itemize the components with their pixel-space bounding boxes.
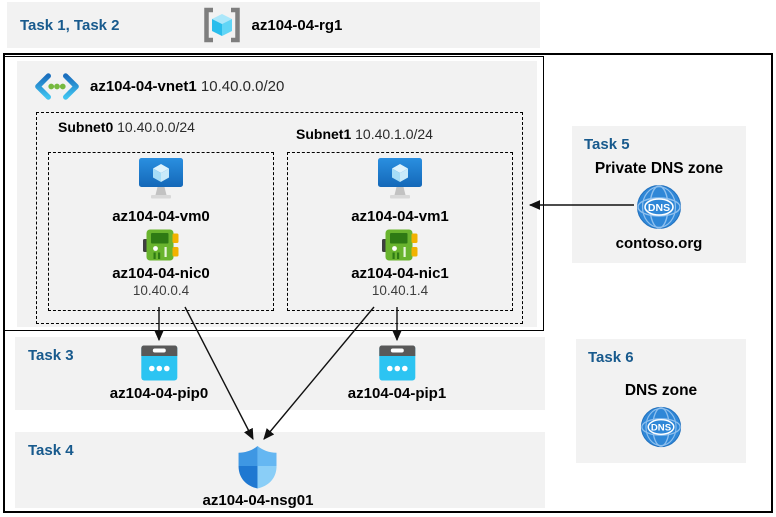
nic-name: az104-04-nic1 (351, 265, 449, 282)
vnet-title: az104-04-vnet1 10.40.0.0/20 (90, 78, 284, 95)
nic-icon (143, 228, 179, 262)
subnet0-box (48, 152, 274, 311)
task3-label: Task 3 (28, 347, 74, 364)
resource-group-icon (202, 6, 242, 44)
dns-globe-icon: DNS (636, 184, 682, 230)
subnet0-name: Subnet0 (58, 119, 114, 135)
subnet1-box (287, 152, 513, 311)
private-dns-zone-name: contoso.org (615, 235, 703, 252)
subnet0-title: Subnet0 10.40.0.0/24 (58, 119, 195, 135)
task4-band: Task 4 (15, 432, 545, 508)
subnet0-cidr: 10.40.0.0/24 (117, 119, 195, 135)
task6-box: Task 6 DNS zone DNS (576, 339, 746, 463)
subnet1-title: Subnet1 10.40.1.0/24 (296, 126, 433, 142)
nsg-shield-icon (237, 445, 279, 489)
subnet1-name: Subnet1 (296, 126, 352, 142)
subnet1-content: az104-04-vm1 az104-04-nic1 10.40.1.4 (287, 157, 513, 298)
vm-name: az104-04-vm0 (112, 208, 210, 225)
subnet0-content: az104-04-vm0 az104-04-nic0 10.40.0.4 (48, 157, 274, 298)
resource-group-band: Task 1, Task 2 az104-04-rg1 (7, 2, 540, 48)
private-dns-zone-title: Private DNS zone (594, 160, 724, 177)
public-ip-icon (378, 345, 415, 381)
task3-band: Task 3 (15, 337, 545, 410)
task5-label: Task 5 (584, 136, 630, 153)
resource-group-name: az104-04-rg1 (251, 16, 343, 34)
vnet-name: az104-04-vnet1 (90, 78, 197, 95)
subnet1-cidr: 10.40.1.0/24 (355, 126, 433, 142)
nic-name: az104-04-nic0 (112, 265, 210, 282)
task-1-2-label: Task 1, Task 2 (20, 16, 120, 34)
nsg-name: az104-04-nsg01 (202, 492, 314, 509)
vm-name: az104-04-vm1 (351, 208, 449, 225)
dns-icon-text: DNS (651, 423, 672, 434)
pip0-group: az104-04-pip0 (110, 345, 208, 402)
pip-name: az104-04-pip1 (347, 385, 447, 402)
dns-zone-title: DNS zone (624, 382, 698, 399)
task5-box: Task 5 Private DNS zone DNS contoso.org (572, 126, 746, 263)
dns-globe-icon: DNS (640, 406, 682, 448)
vnet-box-fill (17, 61, 537, 327)
nic-icon (382, 228, 418, 262)
nsg-group: az104-04-nsg01 (202, 445, 314, 509)
dns-icon-text: DNS (648, 202, 670, 214)
vm-icon (377, 157, 423, 201)
vnet-cidr: 10.40.0.0/20 (200, 78, 285, 95)
task4-label: Task 4 (28, 442, 74, 459)
task6-label: Task 6 (588, 349, 634, 366)
pip1-group: az104-04-pip1 (348, 345, 446, 402)
pip-name: az104-04-pip0 (109, 385, 209, 402)
nic-private-ip: 10.40.0.4 (132, 283, 190, 298)
vnet-icon (33, 72, 81, 101)
nic-private-ip: 10.40.1.4 (371, 283, 429, 298)
vm-icon (138, 157, 184, 201)
public-ip-icon (140, 345, 177, 381)
